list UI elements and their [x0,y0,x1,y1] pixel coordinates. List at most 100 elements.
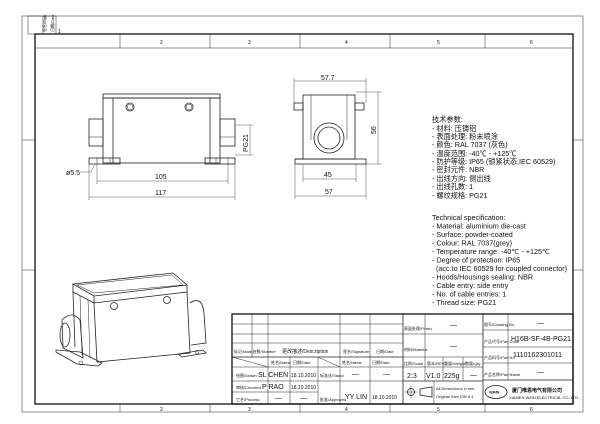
spec-line: - Thread size: PG21 [432,298,496,307]
process-label: 工艺/Process [236,397,260,402]
size-note: Original Size DIN A 4 [436,394,474,399]
dim-57: 57 [325,189,333,196]
rev-label: 版本/REV. [427,360,445,366]
qty-label: 数量/Qty. [465,360,481,366]
dim-pg21: PG21 [243,134,250,152]
signature-label: 签名/Signature [343,348,370,354]
column-label: 3 [248,40,251,46]
mark-label: 标记/Mark [234,348,252,354]
drawn-date: 18.10.2010 [291,373,316,379]
side-view [293,94,367,165]
spec-line: - Temperature range: -40℃ - +125℃ [432,247,550,256]
revision-strip [27,15,57,35]
part-name-value: — [537,369,544,376]
spec-line: - Surface: powder-coated [432,230,513,239]
approved-label: 批准/Approved [320,396,346,402]
date-header: 日期/Date [293,359,311,365]
material-value: — [450,343,457,350]
description-label: 更改描述/Description [282,348,329,355]
side-label: 签名/Sign [41,15,47,32]
drawn-label: 绘图/Drawn [236,372,257,378]
stand-date: — [383,371,390,378]
isometric-view [55,272,207,367]
spec-line: - 密封元件: NBR [432,165,484,174]
front-view [88,93,236,165]
part-no-value: 1110162301011 [513,352,562,359]
spec-line: - 颜色: RAL 7037 (灰色) [432,140,508,149]
spec-line: - Colour: RAL 7037(grey) [432,239,512,248]
column-label: 1 [58,29,61,35]
dim-117: 117 [155,190,166,197]
title-block: 标记/Mark 处数/Number 更改描述/Description 签名/Si… [231,313,579,405]
spec-line: - No. of cable entries: 1 [432,290,506,299]
column-label: 3 [248,407,251,413]
name-header: 姓名/Name [271,359,292,365]
spec-line: - 出线孔数: 1 [432,182,473,191]
side-view-dimensions: 57.7 56 45 57 [293,75,382,199]
part-name-label: 产品名称/Part Name [484,371,521,377]
qty-value: — [470,372,477,379]
finish-value: — [450,322,457,329]
part-code-value: H16B-SF-4B-PG21 [511,336,571,343]
column-label: 6 [530,40,533,46]
stand-label: 标准化/Stand [320,372,344,378]
dim-56: 56 [371,126,378,134]
date-header: 日期/Date [372,359,390,365]
scale-value: 2:3 [407,373,417,380]
name-header: 姓名/Name [342,359,363,365]
logo-text: WAIN [489,390,500,395]
company-name-en: XIAMEN WAIN ELECTRICAL CO.,LTD. [509,395,579,400]
process-date: — [300,395,307,402]
dim-105: 105 [155,174,167,181]
spec-line: - Degree of protection: IP65 [432,256,520,265]
checked-label: 审核/Checked [236,384,261,390]
material-label: 材料/Material [404,346,427,352]
spec-line: 技术参数: [432,115,463,124]
spec-line: - 防护等级: IP65 (锁紧状态,IEC 60529) [432,157,555,166]
side-label: 日期/Date [49,14,55,32]
approved-date: 18.10.2010 [372,395,397,401]
column-label: 4 [345,40,348,46]
process-name: — [275,395,282,402]
part-code-label: 产品代号/Part Code [484,338,520,344]
part-no-label: 产品料号/Part No. [484,354,516,360]
technical-spec-cn: 技术参数: - 材料: 压铸铝 - 表面处理: 粉末喷涂 - 颜色: RAL 7… [432,115,555,200]
projection-symbol-icon [405,386,433,398]
spec-line: Technical specification: [432,213,506,222]
spec-line: - Hoods/Housings sealing: NBR [432,273,533,282]
column-label: 6 [530,407,533,413]
spec-line: - Material: aluminium die-cast [432,222,526,231]
column-label: 2 [160,407,163,413]
number-label: 处数/Number [253,348,277,354]
dim-diameter: ø5.5 [66,170,80,177]
dim-57-7: 57.7 [321,75,335,82]
drawn-name: SL CHEN [258,372,288,379]
checked-name: P RAO [262,384,284,391]
company-logo: WAIN [484,385,508,399]
spec-line: (acc.to IEC 60529 for coupled connector) [432,264,567,273]
date-label: 日期/Date [376,348,394,354]
dim-45: 45 [324,172,332,179]
drawing-no-label: 图号/Drawing No. [484,321,515,327]
spec-line: - 出线方向: 侧出线 [432,174,491,183]
rev-value: V1.0 [426,373,441,380]
approved-name: YY LIN [345,394,367,401]
spec-line: - 螺纹规格: PG21 [432,191,488,200]
drawing-no-value: — [537,320,544,327]
spec-line: - 材料: 压铸铝 [432,124,476,133]
spec-line: - 温度范围: -40℃ - +125℃ [432,149,516,158]
column-label: 5 [437,407,440,413]
company-name-cn: 厦门唯恩电气有限公司 [512,387,562,394]
technical-spec-en: Technical specification: - Material: alu… [432,213,567,307]
scale-label: 比例/Scale [404,360,424,366]
spec-line: - Cable entry: side entry [432,281,509,290]
column-label: 5 [437,40,440,46]
dims-note: All Dimensions in mm [436,386,475,391]
checked-date: 18.10.2010 [291,385,316,391]
column-label: 4 [345,407,348,413]
weight-value: 225g [444,373,460,380]
weight-label: 重量/Weight [444,360,466,366]
finish-label: 表面处理/Finish [404,325,432,331]
stand-name: — [352,371,359,378]
